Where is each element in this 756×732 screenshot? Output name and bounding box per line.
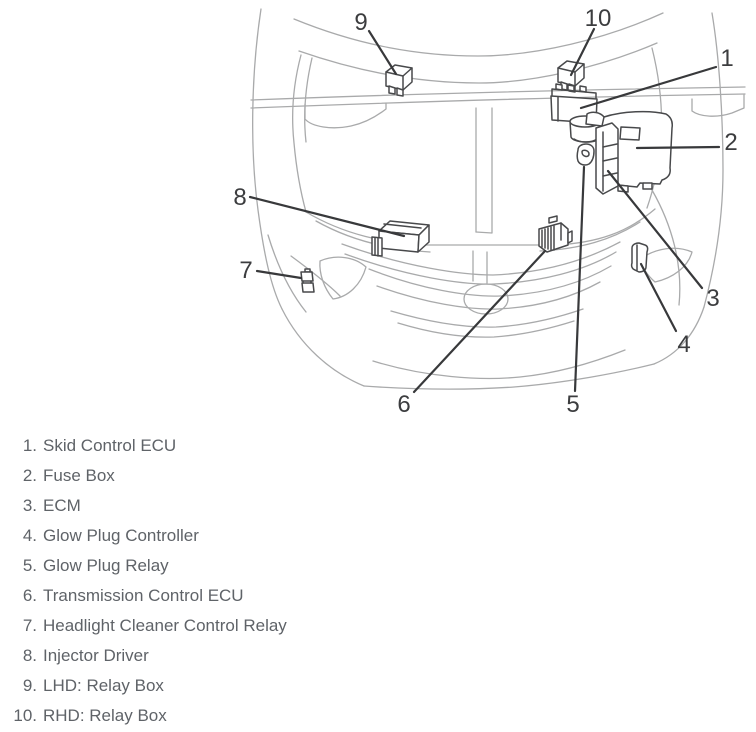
leader-line-1 bbox=[579, 65, 718, 110]
grille-upper-top bbox=[368, 265, 612, 297]
component-skid-control-ecu bbox=[550, 83, 601, 143]
legend-item-number: 1. bbox=[22, 436, 37, 455]
cowl-upper-arc bbox=[293, 12, 664, 57]
right-fender-crease bbox=[651, 189, 681, 306]
legend-item: 2. Fuse Box bbox=[0, 461, 756, 491]
left-fender-crease bbox=[267, 234, 307, 313]
bumper-strip-upper bbox=[341, 241, 621, 276]
legend-item-label: Glow Plug Controller bbox=[43, 526, 199, 545]
legend-item: 1. Skid Control ECU bbox=[0, 431, 756, 461]
legend-item-number: 3. bbox=[22, 496, 37, 515]
legend-item-number: 8. bbox=[22, 646, 37, 665]
legend-item-number: 7. bbox=[22, 616, 37, 635]
legend-item-label: Skid Control ECU bbox=[43, 436, 177, 455]
leader-line-7 bbox=[255, 269, 303, 280]
legend-item: 7. Headlight Cleaner Control Relay bbox=[0, 611, 756, 641]
grille-lower-bottom bbox=[397, 320, 575, 338]
component-transmission-control-ecu bbox=[538, 215, 573, 253]
callout-number-5: 5 bbox=[566, 391, 579, 418]
component-fuse-box bbox=[585, 110, 673, 193]
legend-item: 10. RHD: Relay Box bbox=[0, 701, 756, 731]
legend-item-label: RHD: Relay Box bbox=[43, 706, 167, 725]
radiator-bar-top bbox=[250, 86, 746, 101]
callout-number-4: 4 bbox=[677, 331, 690, 358]
legend-item: 4. Glow Plug Controller bbox=[0, 521, 756, 551]
legend: 1. Skid Control ECU 2. Fuse Box 3. ECM 4… bbox=[0, 431, 756, 731]
legend-item-number: 9. bbox=[22, 676, 37, 695]
left-bar-bracket bbox=[304, 102, 387, 129]
legend-item-label: Injector Driver bbox=[43, 646, 149, 665]
car-outline bbox=[250, 8, 746, 390]
callout-number-6: 6 bbox=[397, 391, 410, 418]
callout-number-10: 10 bbox=[585, 5, 612, 32]
legend-item-number: 6. bbox=[22, 586, 37, 605]
leader-line-2 bbox=[635, 145, 721, 150]
component-ecm bbox=[595, 122, 619, 195]
component-glow-plug-controller bbox=[630, 242, 649, 273]
legend-item-label: Glow Plug Relay bbox=[43, 556, 169, 575]
grille-lower-top bbox=[390, 308, 584, 328]
legend-item-label: LHD: Relay Box bbox=[43, 676, 164, 695]
right-fender-outline bbox=[703, 12, 724, 308]
legend-item: 3. ECM bbox=[0, 491, 756, 521]
leader-lines bbox=[248, 27, 721, 394]
cowl-lower-arc bbox=[298, 42, 658, 84]
bay-left-edge-2 bbox=[304, 57, 313, 143]
callout-numbers: 1 2 3 4 5 6 7 8 9 10 bbox=[233, 5, 737, 418]
radiator-vertical-2 bbox=[475, 107, 493, 234]
bay-left-edge bbox=[292, 54, 307, 213]
leader-line-8 bbox=[248, 195, 406, 238]
legend-item: 6. Transmission Control ECU bbox=[0, 581, 756, 611]
legend-item-label: ECM bbox=[43, 496, 81, 515]
component-headlight-cleaner-control-relay bbox=[300, 268, 315, 293]
component-glow-plug-relay bbox=[576, 143, 595, 166]
right-wheel-arch-outline bbox=[653, 306, 705, 365]
callout-number-3: 3 bbox=[706, 285, 719, 312]
bumper-bottom-edge bbox=[363, 363, 655, 390]
callout-number-7: 7 bbox=[239, 257, 252, 284]
grille-upper-bottom bbox=[376, 281, 601, 310]
leader-line-9 bbox=[367, 29, 398, 76]
legend-item: 9. LHD: Relay Box bbox=[0, 671, 756, 701]
callout-number-8: 8 bbox=[233, 184, 246, 211]
legend-item: 5. Glow Plug Relay bbox=[0, 551, 756, 581]
legend-item-label: Transmission Control ECU bbox=[43, 586, 244, 605]
legend-item-number: 10. bbox=[13, 706, 37, 725]
leader-line-5 bbox=[573, 165, 586, 393]
component-lhd-relay-box bbox=[385, 64, 413, 97]
engine-compartment-diagram: 1 2 3 4 5 6 7 8 9 10 bbox=[233, 5, 746, 418]
leader-line-4 bbox=[639, 262, 678, 333]
legend-item: 8. Injector Driver bbox=[0, 641, 756, 671]
left-fender-outline bbox=[252, 8, 283, 310]
right-bar-bracket bbox=[691, 94, 745, 117]
legend-item-number: 4. bbox=[22, 526, 37, 545]
leader-line-6 bbox=[412, 249, 547, 394]
legend-item-label: Fuse Box bbox=[43, 466, 115, 485]
left-headlight bbox=[319, 256, 367, 300]
left-wheel-arch-outline bbox=[281, 308, 365, 387]
callout-number-2: 2 bbox=[724, 129, 737, 156]
legend-item-label: Headlight Cleaner Control Relay bbox=[43, 616, 287, 635]
left-arch-inner bbox=[290, 255, 341, 297]
callout-number-1: 1 bbox=[720, 45, 733, 72]
radiator-bar-bottom bbox=[250, 93, 746, 109]
bumper-crease bbox=[372, 349, 626, 380]
legend-item-number: 5. bbox=[22, 556, 37, 575]
bumper-strip-lower bbox=[344, 251, 617, 285]
leader-line-10 bbox=[569, 27, 596, 77]
leader-line-3 bbox=[606, 169, 704, 290]
callout-number-9: 9 bbox=[354, 9, 367, 36]
legend-item-number: 2. bbox=[22, 466, 37, 485]
component-injector-driver bbox=[371, 220, 430, 257]
